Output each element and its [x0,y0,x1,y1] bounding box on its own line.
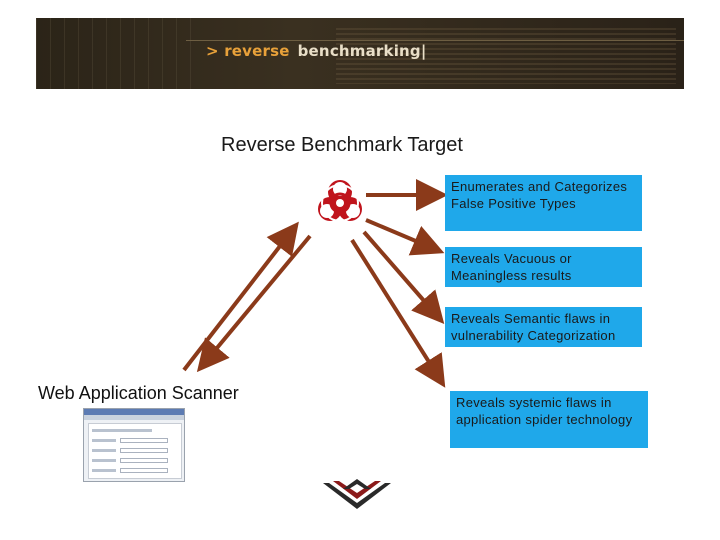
result-box-semantic: Reveals Semantic flaws in vulnerability … [445,307,642,347]
scanner-label: Web Application Scanner [38,383,239,403]
chevron-logo-icon [323,479,391,509]
thumb-field [120,448,168,453]
arrow-to-box-3 [362,230,445,325]
scanner-window-thumbnail [83,408,185,482]
arrow-to-box-2 [365,218,445,256]
banner-text-texture [336,28,676,84]
result-box-false-positive: Enumerates and Categorizes False Positiv… [445,175,642,231]
banner-title: > reverse benchmarking| [206,42,427,60]
diagram-title-text: Reverse Benchmark Target [221,134,463,156]
arrow-to-box-4 [350,238,446,388]
banner-rule [186,40,684,41]
thumb-titlebar [84,409,184,415]
thumb-row [92,439,116,442]
banner-word: benchmarking| [297,42,427,60]
thumb-row [92,459,116,462]
thumb-row [92,449,116,452]
header-banner: > reverse benchmarking| [36,18,684,89]
banner-prefix: > reverse [206,42,290,60]
thumb-row [92,469,116,472]
thumb-field [120,438,168,443]
arrow-scanner-to-target [182,221,299,372]
thumb-row [92,429,152,432]
thumb-field [120,458,168,463]
diagram-title: Reverse Benchmark Target [0,134,684,157]
result-box-spider: Reveals systemic flaws in application sp… [450,391,648,448]
banner-texture [36,18,196,89]
biohazard-icon [318,180,362,222]
arrow-target-to-scanner [196,234,312,373]
thumb-field [120,468,168,473]
thumb-toolbar [84,415,184,420]
result-box-vacuous: Reveals Vacuous or Meaningless results [445,247,642,287]
